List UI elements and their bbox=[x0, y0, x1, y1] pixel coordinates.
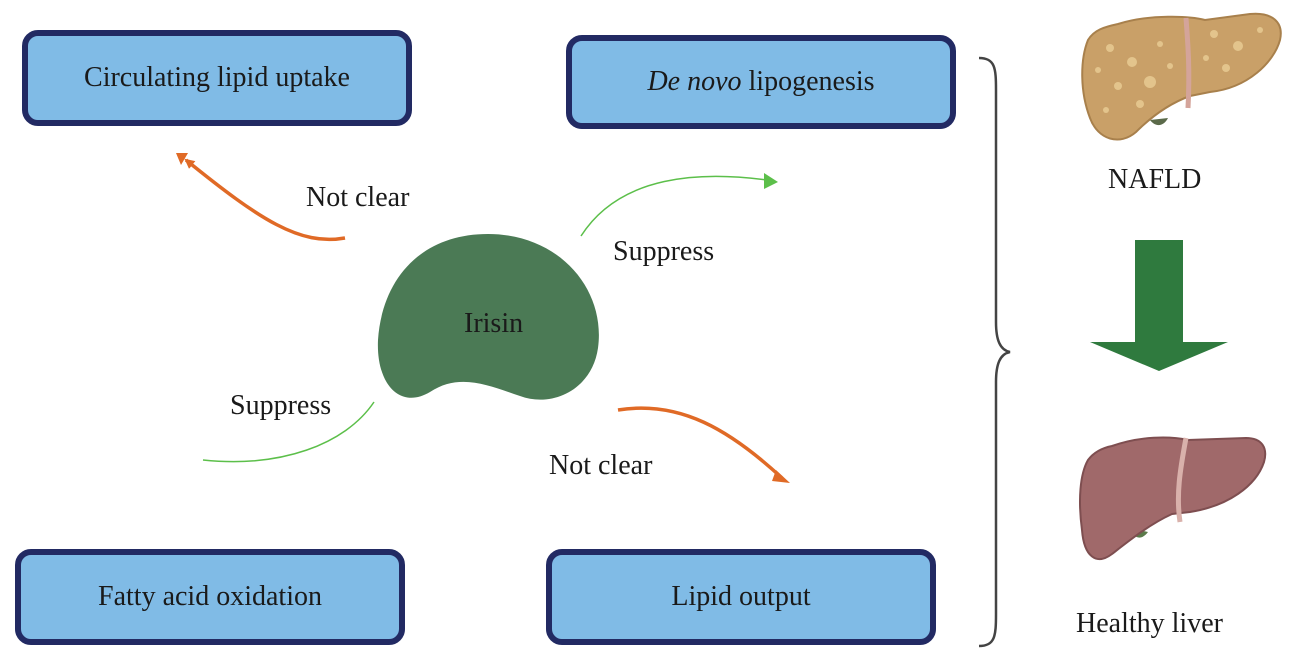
healthy-liver-label: Healthy liver bbox=[1076, 608, 1223, 639]
down-arrow-icon bbox=[1090, 240, 1228, 371]
de-novo-lipogenesis-box: De novo lipogenesis bbox=[566, 35, 956, 129]
not-clear-label-output: Not clear bbox=[549, 450, 653, 481]
suppress-label-fao: Suppress bbox=[230, 390, 332, 421]
lipid-output-box: Lipid output bbox=[546, 549, 936, 645]
healthy-liver-icon bbox=[1079, 436, 1267, 560]
circulating-lipid-uptake-label: Circulating lipid uptake bbox=[84, 62, 350, 93]
not-clear-arrow-uptake bbox=[184, 158, 346, 242]
not-clear-arrowhead-uptake bbox=[176, 153, 188, 165]
lipid-output-label: Lipid output bbox=[671, 581, 811, 612]
lipogenesis-text: lipogenesis bbox=[741, 66, 875, 97]
curly-brace bbox=[978, 56, 1011, 648]
suppress-arrow-dnl bbox=[580, 175, 775, 237]
fatty-acid-oxidation-label: Fatty acid oxidation bbox=[98, 581, 322, 612]
fatty-liver-icon bbox=[1081, 12, 1282, 141]
not-clear-label-uptake: Not clear bbox=[306, 182, 410, 213]
de-novo-lipogenesis-label: De novo lipogenesis bbox=[647, 68, 874, 96]
suppress-label-dnl: Suppress bbox=[613, 236, 715, 267]
fatty-acid-oxidation-box: Fatty acid oxidation bbox=[15, 549, 405, 645]
circulating-lipid-uptake-box: Circulating lipid uptake bbox=[22, 30, 412, 126]
not-clear-arrowhead-output bbox=[772, 470, 790, 483]
nafld-label: NAFLD bbox=[1108, 164, 1202, 195]
de-novo-italic: De novo bbox=[647, 66, 742, 97]
irisin-label: Irisin bbox=[464, 308, 524, 339]
suppress-arrow-fao bbox=[202, 401, 375, 463]
not-clear-arrow-output bbox=[617, 406, 784, 480]
irisin-shape bbox=[377, 234, 599, 400]
suppress-arrowhead-dnl bbox=[764, 173, 778, 189]
